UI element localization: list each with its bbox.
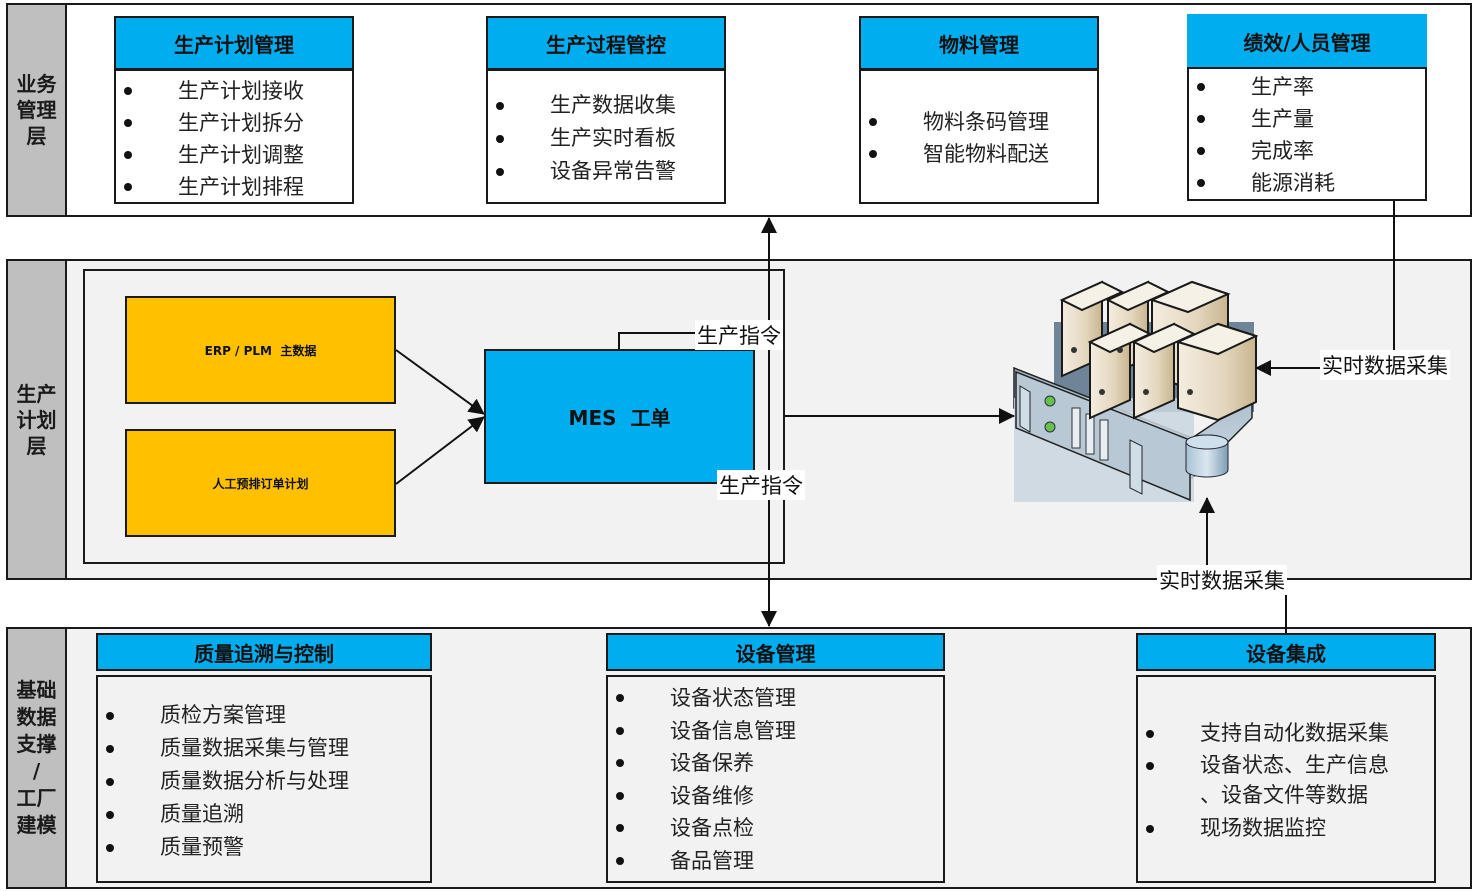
module-header-device-integration[interactable]: 设备集成 <box>1136 633 1436 671</box>
module-body-performance: 生产率 生产量 完成率 能源消耗 <box>1187 67 1427 201</box>
bullet-icon <box>1197 115 1205 123</box>
connector-mes-to-label-up <box>618 332 695 349</box>
list-item: 质检方案管理 <box>98 699 430 732</box>
module-title: 设备管理 <box>735 641 816 666</box>
bullet-icon <box>1197 179 1205 187</box>
server-cluster-icon <box>1012 278 1259 502</box>
label-realtime-bottom: 实时数据采集 <box>1157 565 1287 595</box>
module-body-equipment: 设备状态管理 设备信息管理 设备保养 设备维修 设备点检 备品管理 <box>606 675 945 883</box>
bullet-icon <box>616 759 624 768</box>
list-item: 设备点检 <box>608 812 943 845</box>
bullet-icon <box>106 711 114 720</box>
source-label: 人工预排订单计划 <box>212 476 309 491</box>
module-header-equipment[interactable]: 设备管理 <box>606 633 945 671</box>
bullet-icon <box>496 167 504 176</box>
list-item: 完成率 <box>1189 135 1425 167</box>
bullet-icon <box>106 777 114 786</box>
bullet-icon <box>1146 729 1154 738</box>
list-item: 生产量 <box>1189 103 1425 135</box>
bullet-icon <box>616 726 624 735</box>
module-title: 绩效/人员管理 <box>1243 30 1371 55</box>
erp-plm-source-box[interactable]: ERP / PLM 主数据 <box>125 296 396 404</box>
bullet-icon <box>616 791 624 800</box>
bullet-icon <box>616 856 624 865</box>
module-body-quality: 质检方案管理 质量数据采集与管理 质量数据分析与处理 质量追溯 质量预警 <box>96 675 432 883</box>
module-title: 物料管理 <box>939 32 1019 57</box>
bullet-icon <box>124 87 132 95</box>
list-item: 生产计划拆分 <box>116 107 352 139</box>
list-item: 生产率 <box>1189 71 1425 103</box>
arrow-performance-to-server <box>1255 201 1395 376</box>
foundation-layer-label: 基础 数据 支撑 / 工厂 建模 <box>8 629 67 887</box>
mes-work-order-box[interactable]: MES 工单 <box>484 349 755 484</box>
module-title: 生产过程管控 <box>546 32 666 57</box>
bullet-icon <box>106 843 114 852</box>
list-item: 支持自动化数据采集 <box>1138 717 1434 750</box>
bullet-icon <box>1197 83 1205 91</box>
module-body-material: 物料条码管理 智能物料配送 <box>859 69 1099 204</box>
list-item: 质量数据采集与管理 <box>98 732 430 765</box>
module-title: 生产计划管理 <box>174 32 294 57</box>
arrow-manual-to-mes <box>395 416 485 485</box>
module-header-material[interactable]: 物料管理 <box>859 16 1099 70</box>
bullet-icon <box>616 694 624 703</box>
list-item: 现场数据监控 <box>1138 812 1434 845</box>
bullet-icon <box>616 824 624 833</box>
module-body-production-plan: 生产计划接收 生产计划拆分 生产计划调整 生产计划排程 <box>114 69 354 204</box>
bullet-icon <box>106 810 114 819</box>
module-header-process-control[interactable]: 生产过程管控 <box>486 16 726 70</box>
bullet-icon <box>1197 147 1205 155</box>
list-item: 生产计划排程 <box>116 171 352 203</box>
bullet-icon <box>869 150 877 158</box>
list-item: 质量追溯 <box>98 798 430 831</box>
list-item: 生产实时看板 <box>488 122 724 155</box>
bullet-icon <box>124 151 132 159</box>
module-body-device-integration: 支持自动化数据采集 设备状态、生产信息 、设备文件等数据 现场数据监控 <box>1136 675 1436 883</box>
label-realtime-right: 实时数据采集 <box>1320 350 1450 380</box>
arrow-erp-to-mes <box>395 349 485 415</box>
list-item: 备品管理 <box>608 845 943 878</box>
list-item: 质量数据分析与处理 <box>98 765 430 798</box>
list-item: 设备状态、生产信息 、设备文件等数据 <box>1138 750 1434 812</box>
server-cluster-graphic <box>1013 280 1259 502</box>
source-label: ERP / PLM 主数据 <box>204 343 317 358</box>
bullet-icon <box>106 744 114 753</box>
planning-layer-label-text: 生产 计划 层 <box>16 381 57 458</box>
business-layer-label-text: 业务 管理 层 <box>16 72 57 148</box>
foundation-layer-label-text: 基础 数据 支撑 / 工厂 建模 <box>16 678 57 837</box>
list-item: 质量预警 <box>98 831 430 864</box>
mes-label: MES 工单 <box>568 406 671 430</box>
list-item: 物料条码管理 <box>861 106 1097 138</box>
list-item: 设备异常告警 <box>488 155 724 188</box>
list-item: 设备保养 <box>608 747 943 780</box>
list-item: 设备状态管理 <box>608 682 943 715</box>
list-item: 能源消耗 <box>1189 167 1425 199</box>
list-item: 生产计划调整 <box>116 139 352 171</box>
module-title: 设备集成 <box>1246 641 1326 666</box>
bullet-icon <box>869 118 877 126</box>
list-item: 设备维修 <box>608 780 943 813</box>
manual-order-plan-box[interactable]: 人工预排订单计划 <box>125 429 396 537</box>
list-item: 智能物料配送 <box>861 138 1097 170</box>
business-layer-label: 业务 管理 层 <box>8 5 67 215</box>
list-item: 生产数据收集 <box>488 89 724 122</box>
module-title: 质量追溯与控制 <box>194 641 334 666</box>
bullet-icon <box>124 183 132 191</box>
planning-layer-label: 生产 计划 层 <box>8 261 67 578</box>
module-header-quality[interactable]: 质量追溯与控制 <box>96 633 432 671</box>
module-body-process-control: 生产数据收集 生产实时看板 设备异常告警 <box>486 69 726 204</box>
bullet-icon <box>1146 762 1154 770</box>
module-header-production-plan[interactable]: 生产计划管理 <box>114 16 354 70</box>
bullet-icon <box>496 101 504 110</box>
label-command-up: 生产指令 <box>695 320 783 350</box>
bullet-icon <box>496 134 504 143</box>
list-item: 设备信息管理 <box>608 715 943 748</box>
list-item: 生产计划接收 <box>116 75 352 107</box>
bullet-icon <box>1146 824 1154 833</box>
bullet-icon <box>124 119 132 127</box>
label-command-down: 生产指令 <box>717 470 805 500</box>
